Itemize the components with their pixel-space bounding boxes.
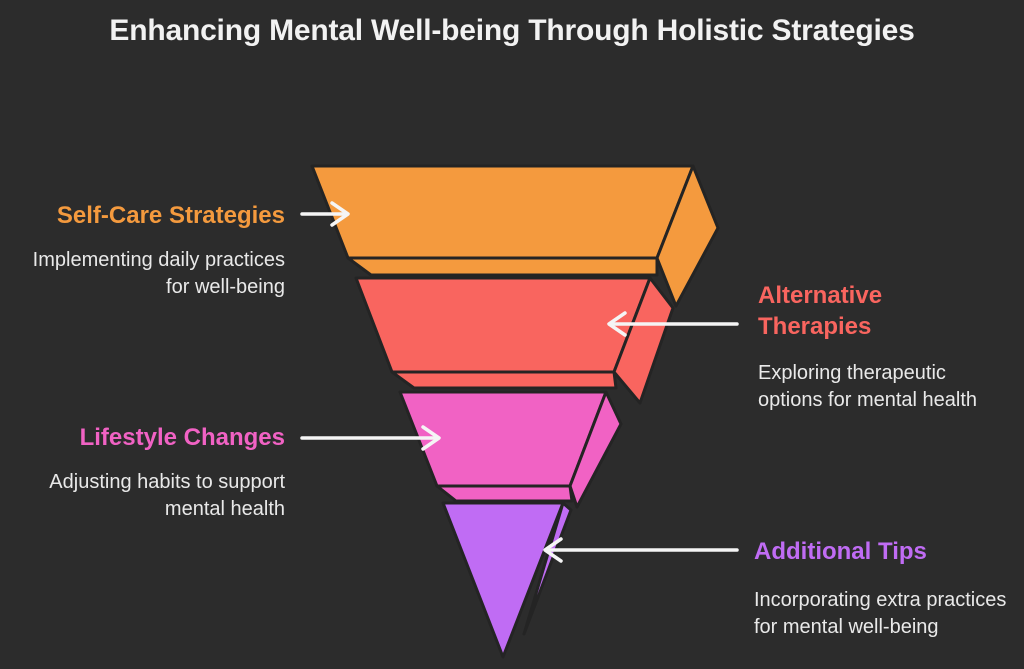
- funnel-segment-lifestyle-changes: [398, 390, 623, 509]
- label-self-care: Self-Care Strategies Implementing daily …: [30, 200, 285, 301]
- label-alternative-therapies: Alternative Therapies Exploring therapeu…: [758, 280, 1013, 414]
- funnel-segment-self-care: [310, 164, 720, 308]
- connector-arrow-additional-tips: [543, 537, 739, 563]
- level-heading: Alternative Therapies: [758, 282, 883, 340]
- level-heading: Lifestyle Changes: [79, 424, 285, 451]
- page-title: Enhancing Mental Well-being Through Holi…: [109, 14, 915, 47]
- connector-arrow-alternative-therapies: [607, 311, 739, 337]
- label-additional-tips: Additional Tips Incorporating extra prac…: [754, 536, 1009, 641]
- arrow-right-icon: [421, 425, 441, 451]
- level-description: Incorporating extra practices for mental…: [754, 589, 1007, 638]
- label-lifestyle-changes: Lifestyle Changes Adjusting habits to su…: [30, 422, 285, 523]
- level-description: Adjusting habits to support mental healt…: [49, 471, 285, 520]
- segment-bottom-lip: [346, 256, 659, 277]
- level-heading: Self-Care Strategies: [56, 202, 285, 229]
- level-description: Exploring therapeutic options for mental…: [758, 362, 978, 411]
- arrow-right-icon: [330, 201, 350, 227]
- segment-bottom-lip: [390, 370, 618, 390]
- arrow-left-icon: [543, 537, 563, 563]
- segment-side-face: [568, 390, 623, 509]
- segment-side-face: [522, 501, 573, 636]
- segment-front-face: [354, 276, 652, 374]
- level-description: Implementing daily practices for well-be…: [32, 249, 285, 298]
- level-heading: Additional Tips: [754, 538, 927, 565]
- segment-side-face: [612, 276, 675, 405]
- segment-front-face: [441, 501, 565, 659]
- segment-front-face: [310, 164, 695, 260]
- arrow-left-icon: [607, 311, 627, 337]
- connector-arrow-self-care: [300, 201, 350, 227]
- connector-arrow-lifestyle-changes: [300, 425, 441, 451]
- funnel-segment-additional-tips: [441, 501, 573, 659]
- segment-side-face: [655, 164, 720, 308]
- segment-bottom-lip: [435, 484, 574, 503]
- funnel-segment-alternative-therapies: [354, 276, 675, 405]
